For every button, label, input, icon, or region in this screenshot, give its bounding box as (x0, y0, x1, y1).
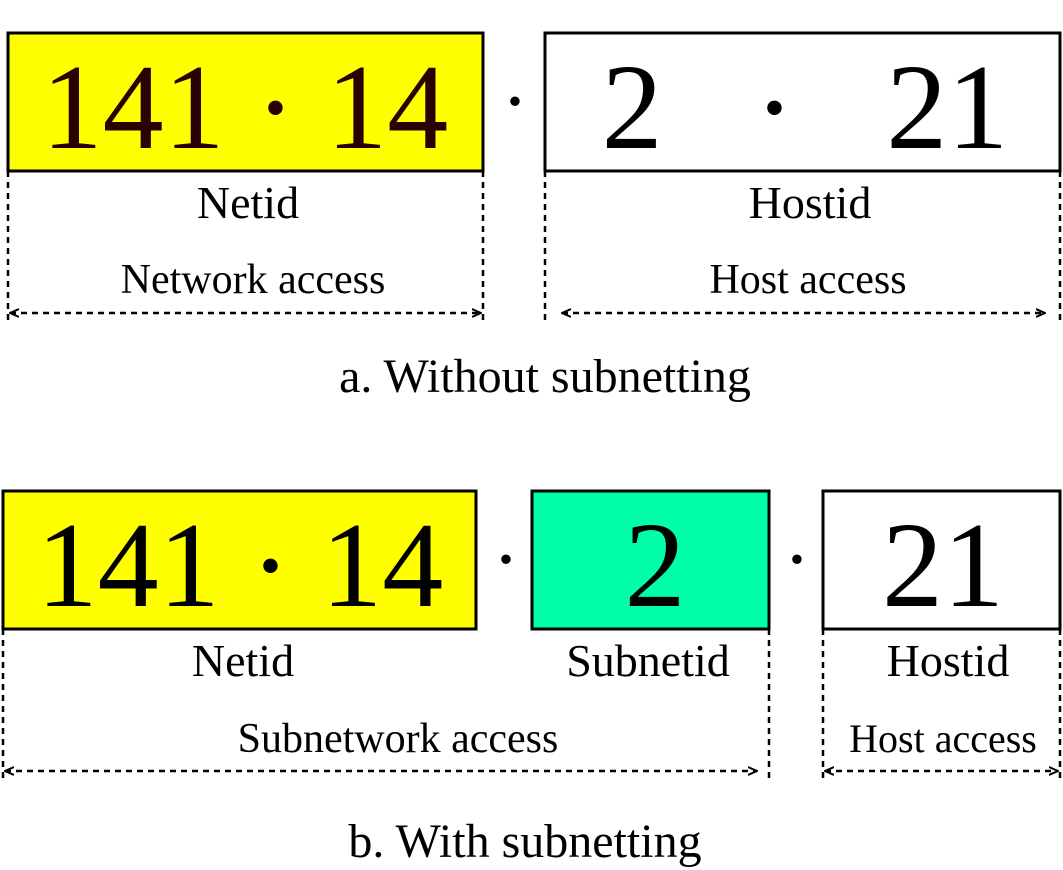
part-a-without-subnetting: 141 · 14 · 2 · 21 Netid Hostid Network a… (6, 31, 1062, 403)
part-a-netid-value: 141 · 14 (42, 40, 449, 175)
part-b-netid-value: 141 · 14 (37, 498, 444, 633)
part-b-netid-label: Netid (192, 635, 294, 686)
part-a-caption: a. Without subnetting (339, 350, 751, 403)
part-b-separator-dot-2: · (784, 516, 811, 604)
part-b-subnetwork-access-label: Subnetwork access (238, 716, 559, 762)
part-a-netid-label: Netid (197, 177, 299, 228)
part-b-hostid-label: Hostid (887, 635, 1010, 686)
part-a-hostid-box (543, 31, 1062, 173)
part-a-separator-dot: · (502, 58, 529, 146)
part-a-netid-box (6, 31, 485, 173)
part-b-with-subnetting: 141 · 14 · 2 · 21 Netid Subnetid Hostid … (1, 489, 1062, 868)
part-a-host-access-label: Host access (709, 257, 906, 303)
part-a-hostid-value: 2 · 21 (602, 40, 1009, 175)
part-b-hostid-value: 21 (882, 498, 1004, 633)
part-a-network-access-label: Network access (121, 257, 386, 303)
part-a-hostid-label: Hostid (749, 177, 872, 228)
part-b-subnetid-box (530, 489, 771, 631)
part-b-netid-box (1, 489, 478, 631)
part-b-hostid-box (821, 489, 1062, 631)
part-b-separator-dot-1: · (493, 516, 520, 604)
part-b-subnetid-value: 2 (625, 498, 686, 633)
part-b-caption: b. With subnetting (348, 815, 701, 868)
part-b-subnetid-label: Subnetid (566, 635, 730, 686)
part-b-host-access-label: Host access (849, 716, 1037, 761)
